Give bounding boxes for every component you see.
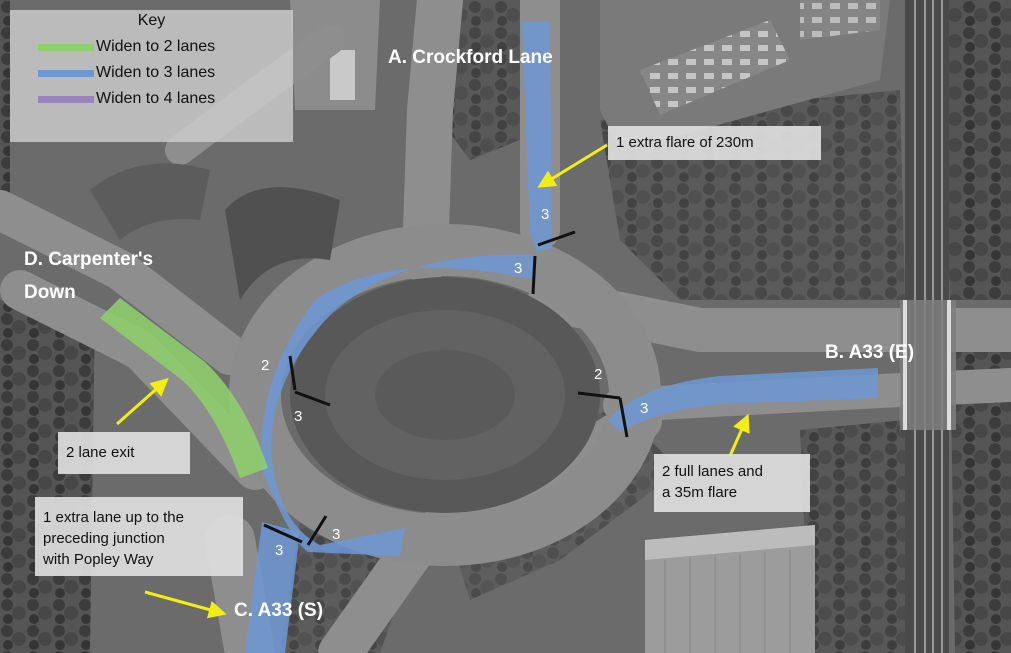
annotation-a33-south-line2: preceding junction (43, 530, 165, 547)
lane-count-carpenters-circulatory-exit: 3 (294, 408, 303, 425)
map-key: Key Widen to 2 lanes Widen to 3 lanes Wi… (10, 10, 293, 142)
inner-landscape (90, 163, 340, 300)
road-label-a33-south: C. A33 (S) (234, 600, 324, 621)
key-item-three-lanes: Widen to 3 lanes (38, 62, 215, 84)
crockford-lane-widening (522, 22, 552, 252)
carpenters-down-exit-widening (100, 298, 268, 478)
key-item-four-lanes: Widen to 4 lanes (38, 88, 215, 110)
key-swatch-four-lanes (38, 95, 94, 103)
key-swatch-two-lanes (38, 43, 94, 51)
annotation-a33-south-line3: with Popley Way (43, 551, 154, 568)
lane-boundary-markers (263, 230, 629, 546)
lane-count-a33-south-left: 3 (275, 542, 284, 559)
lane-count-a33-east-approach: 3 (640, 400, 649, 417)
roundabout (229, 224, 661, 566)
warehouse-building (645, 525, 815, 653)
lane-count-carpenters-circulatory-entry: 2 (261, 357, 270, 374)
car-park (290, 0, 890, 150)
circulatory-widening (261, 254, 535, 556)
annotation-crockford-flare: 1 extra flare of 230m (608, 126, 821, 160)
annotation-a33-south-line1: 1 extra lane up to the (43, 509, 184, 526)
annotation-a33-east-lanes: 2 full lanes and a 35m flare (654, 454, 810, 512)
a33-s-widening (245, 522, 300, 653)
road-label-carpenters-down-line2: Down (24, 282, 76, 303)
key-swatch-three-lanes (38, 69, 94, 77)
annotation-a33-south-lane: 1 extra lane up to the preceding junctio… (35, 497, 243, 576)
lane-count-crockford-circulatory: 3 (514, 260, 523, 277)
key-item-two-lanes: Widen to 2 lanes (38, 36, 215, 58)
key-label-two-lanes: Widen to 2 lanes (96, 38, 216, 55)
annotation-two-lane-exit: 2 lane exit (58, 432, 190, 474)
annotation-a33-east-line2: a 35m flare (662, 484, 738, 501)
annotation-arrows (116, 143, 750, 619)
key-label-four-lanes: Widen to 4 lanes (96, 90, 216, 107)
lane-count-a33-east-circulatory: 2 (594, 366, 603, 383)
a33-e-widening (608, 368, 878, 432)
lane-count-crockford-approach: 3 (541, 206, 550, 223)
key-label-three-lanes: Widen to 3 lanes (96, 64, 216, 81)
key-title: Key (137, 12, 166, 29)
road-label-carpenters-down-line1: D. Carpenter's (24, 249, 154, 270)
lane-count-a33-south-right: 3 (332, 526, 341, 543)
annotation-a33-east-line1: 2 full lanes and (662, 463, 763, 480)
road-label-a33-east: B. A33 (E) (825, 342, 915, 363)
road-label-crockford-lane: A. Crockford Lane (388, 47, 553, 68)
railway (900, 0, 956, 653)
widening-overlays (100, 22, 878, 653)
